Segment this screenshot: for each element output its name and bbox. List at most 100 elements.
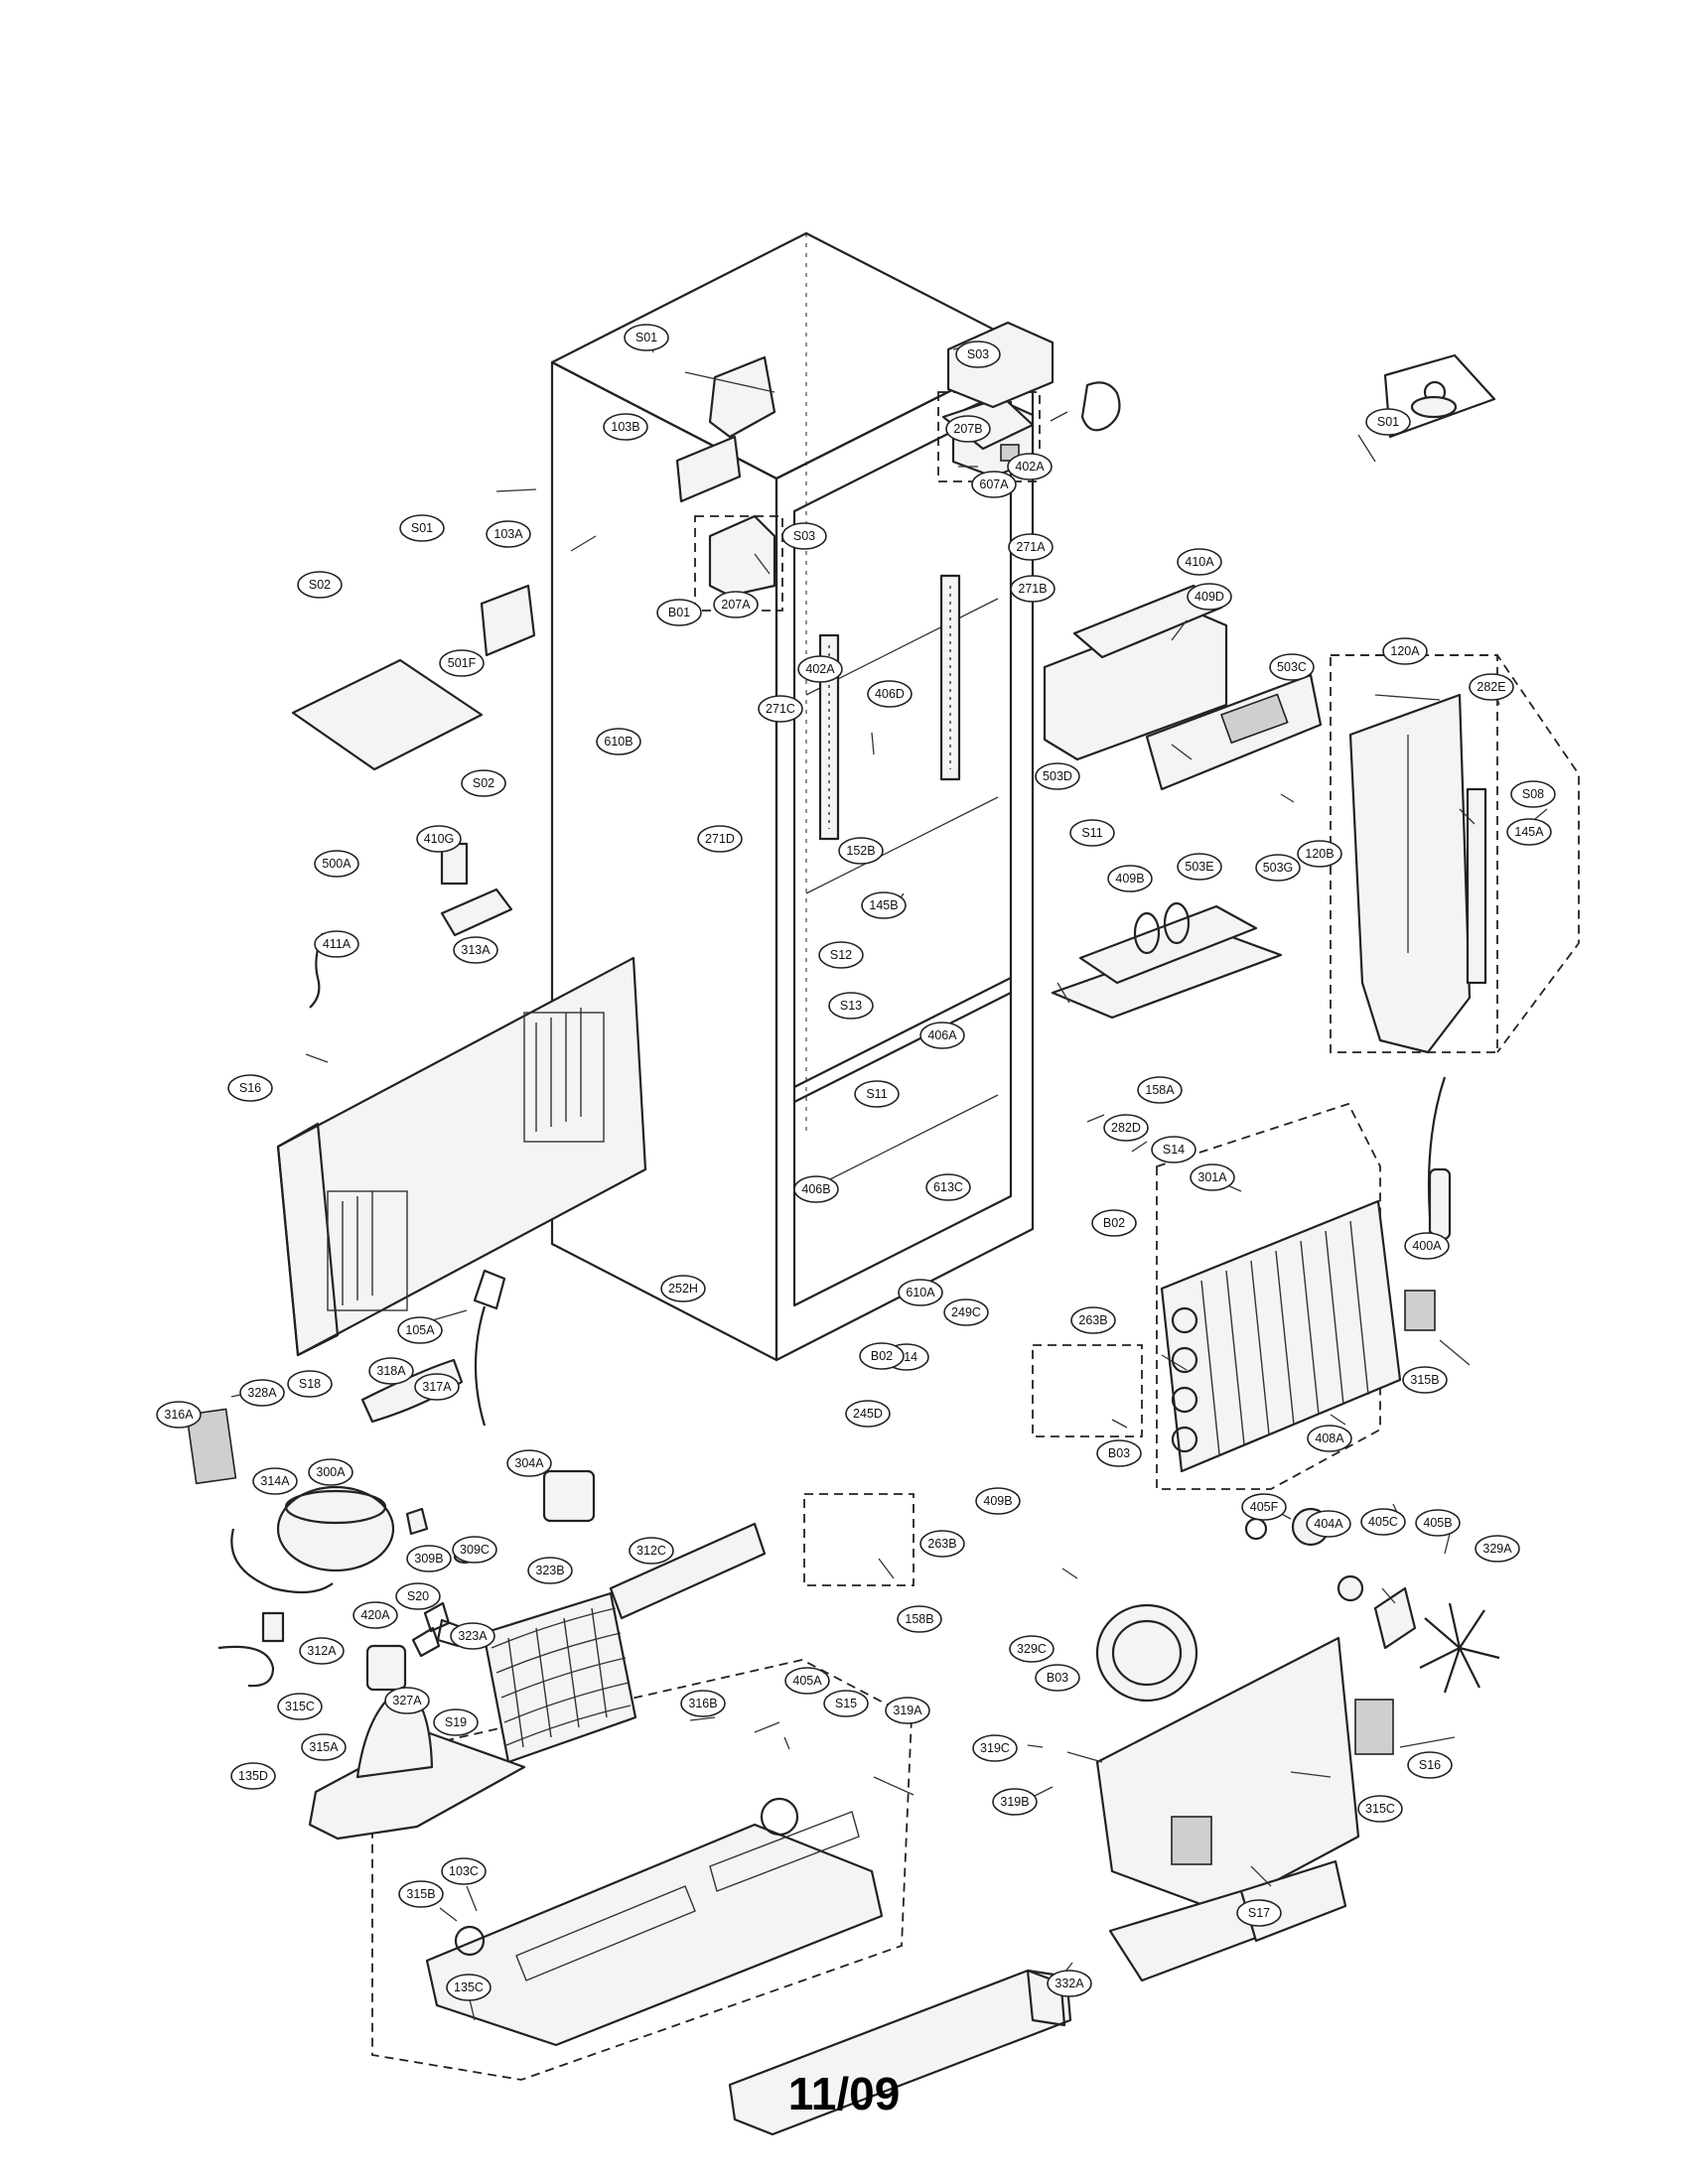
part-callout-label: B03 <box>1108 1446 1130 1460</box>
part-callout: 319A <box>885 1697 930 1724</box>
part-callout: 610A <box>898 1279 943 1306</box>
part-callout-label: S15 <box>835 1697 857 1710</box>
part-callout: 610B <box>596 728 641 755</box>
compressor-area <box>230 1269 767 1643</box>
part-callout-label: 312C <box>636 1544 666 1558</box>
part-callout: 613C <box>925 1173 971 1201</box>
part-callout-label: 410A <box>1185 555 1214 569</box>
part-callout: 207A <box>713 591 759 618</box>
part-callout: 329C <box>1009 1635 1055 1663</box>
part-callout-label: 105A <box>405 1323 435 1337</box>
part-callout-label: 317A <box>422 1380 452 1394</box>
part-callout-label: B01 <box>668 606 690 619</box>
part-callout-label: 329A <box>1482 1542 1512 1556</box>
part-callout-label: 309B <box>414 1552 443 1566</box>
part-callout-label: 315A <box>309 1740 339 1754</box>
part-callout: 158B <box>897 1605 942 1633</box>
part-callout-label: 158B <box>905 1612 933 1626</box>
part-callout-label: S01 <box>411 521 433 535</box>
part-callout-label: S12 <box>830 948 852 962</box>
part-callout: 314A <box>252 1467 298 1495</box>
top-hinge-parts <box>708 321 1496 598</box>
part-callout: 282E <box>1469 673 1514 701</box>
part-callout: S11 <box>1069 819 1115 847</box>
part-callout: 406A <box>919 1022 965 1049</box>
part-callout: 503C <box>1269 653 1315 681</box>
part-callout-label: 405A <box>792 1674 822 1688</box>
part-callout-label: 207A <box>721 598 751 612</box>
part-callout: 103A <box>486 520 531 548</box>
part-callout-label: 400A <box>1412 1239 1442 1253</box>
part-callout-label: S14 <box>1163 1143 1185 1157</box>
machine-compartment-cover <box>425 1797 884 2047</box>
part-callout: 317A <box>414 1373 460 1401</box>
part-callout: B02 <box>859 1342 905 1370</box>
part-callout: S03 <box>781 522 827 550</box>
part-callout-label: 103B <box>611 420 639 434</box>
part-callout-label: S03 <box>967 347 989 361</box>
part-callout: 327A <box>384 1687 430 1714</box>
part-callout-label: 315B <box>1410 1373 1439 1387</box>
part-callout-label: 309C <box>460 1543 490 1557</box>
part-callout-label: 406B <box>801 1182 830 1196</box>
part-callout-label: 300A <box>316 1465 346 1479</box>
part-callout-label: 249C <box>951 1305 981 1319</box>
part-callout-label: 252H <box>668 1282 698 1296</box>
part-callout: 263B <box>1070 1306 1116 1334</box>
part-callout-label: 314A <box>260 1474 290 1488</box>
part-callout: 405F <box>1241 1493 1287 1521</box>
part-callout: 120B <box>1297 840 1342 868</box>
part-callout-label: 420A <box>360 1608 390 1622</box>
part-callout-label: 313A <box>461 943 491 957</box>
part-callout: S12 <box>818 941 864 969</box>
part-callout: 332A <box>1047 1970 1092 1997</box>
part-callout: 500A <box>314 850 359 878</box>
part-callout-label: S02 <box>473 776 494 790</box>
part-callout-label: 503G <box>1263 861 1294 875</box>
part-callout-label: 319B <box>1000 1795 1029 1809</box>
part-callout: 503E <box>1177 853 1222 881</box>
part-callout-label: 315C <box>1365 1802 1395 1816</box>
part-callout: 329A <box>1475 1535 1520 1563</box>
part-callout-label: 103C <box>449 1864 479 1878</box>
part-callout: 315A <box>301 1733 347 1761</box>
part-callout-label: 332A <box>1055 1977 1084 1990</box>
part-callout-label: 323B <box>535 1564 564 1577</box>
part-callout: S18 <box>287 1370 333 1398</box>
part-callout: 323A <box>450 1622 495 1650</box>
part-callout: 402A <box>1007 453 1053 480</box>
part-callout: 316B <box>680 1690 726 1717</box>
part-callout-label: 409B <box>983 1494 1012 1508</box>
part-callout: 304A <box>506 1449 552 1477</box>
part-callout: 312C <box>629 1537 674 1565</box>
part-callout-label: 304A <box>514 1456 544 1470</box>
side-panel <box>276 956 647 1357</box>
part-callout: S08 <box>1510 780 1556 808</box>
part-callout: 405C <box>1360 1508 1406 1536</box>
part-callout-label: 263B <box>1078 1313 1107 1327</box>
part-callout-label: 501F <box>448 656 477 670</box>
part-callout: 315B <box>398 1880 444 1908</box>
part-callout-label: B02 <box>1103 1216 1125 1230</box>
part-callout: S02 <box>297 571 343 599</box>
part-callout-label: S18 <box>299 1377 321 1391</box>
condenser-coil <box>482 1591 637 1764</box>
part-callout: 252H <box>660 1275 706 1302</box>
part-callout-label: 120A <box>1390 644 1420 658</box>
part-callout: 405B <box>1415 1509 1461 1537</box>
part-callout: 315C <box>1357 1795 1403 1823</box>
part-callout: 135D <box>230 1762 276 1790</box>
part-callout-label: 135D <box>238 1769 268 1783</box>
part-callout-label: 408A <box>1315 1432 1344 1445</box>
part-callout-label: 315C <box>285 1700 315 1713</box>
part-callout: 406D <box>867 680 913 708</box>
part-callout: 404A <box>1306 1510 1351 1538</box>
part-callout: 607A <box>971 471 1017 498</box>
part-callout-label: 328A <box>247 1386 277 1400</box>
part-callout-label: 103A <box>493 527 523 541</box>
part-callout-label: 500A <box>322 857 352 871</box>
part-callout: S01 <box>624 324 669 351</box>
part-callout-label: 282E <box>1477 680 1505 694</box>
upper-left-parts <box>186 435 742 1485</box>
